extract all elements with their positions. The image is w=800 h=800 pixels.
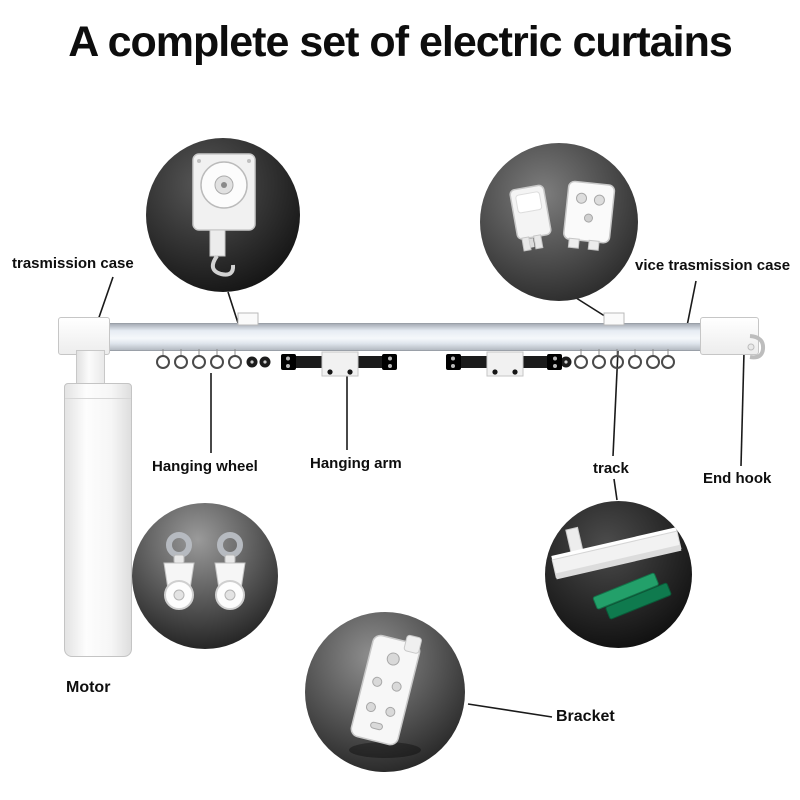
motor-body — [64, 383, 132, 657]
label-hanging-wheel: Hanging wheel — [152, 458, 258, 475]
hanging-wheel-rings-right — [574, 349, 675, 369]
transmission-case-callout — [146, 138, 300, 292]
vice-transmission-case-housing — [700, 317, 759, 355]
hanging-wheel-callout — [132, 503, 278, 649]
rail-profile-with-green-clamp-icon — [551, 526, 682, 620]
motor-connector — [76, 350, 105, 387]
plastic-end-housings-icon — [509, 180, 616, 252]
page-title: A complete set of electric curtains — [68, 18, 733, 66]
gear-motor-mechanism-icon — [192, 153, 256, 277]
vice-transmission-case-callout — [480, 143, 638, 301]
hanging-wheel-rings-left — [156, 349, 242, 369]
hanging-arm-right — [446, 351, 562, 377]
pulley-wheels-icon — [163, 532, 246, 610]
label-transmission-case: trasmission case — [12, 255, 134, 272]
motor-seam — [65, 398, 131, 399]
bracket-callout — [305, 612, 465, 772]
label-end-hook: End hook — [703, 470, 772, 487]
curtain-track-rail — [60, 323, 759, 351]
label-hanging-arm: Hanging arm — [310, 455, 402, 472]
mounting-plate-with-holes-icon — [349, 634, 422, 758]
label-track: track — [593, 460, 629, 477]
label-motor: Motor — [66, 679, 111, 696]
label-bracket: Bracket — [556, 708, 615, 725]
label-vice-transmission-case: vice trasmission case — [635, 257, 791, 274]
hanging-arm-left — [281, 351, 397, 377]
wheel-stoppers — [246, 356, 572, 368]
track-bracket-callout — [545, 501, 692, 648]
